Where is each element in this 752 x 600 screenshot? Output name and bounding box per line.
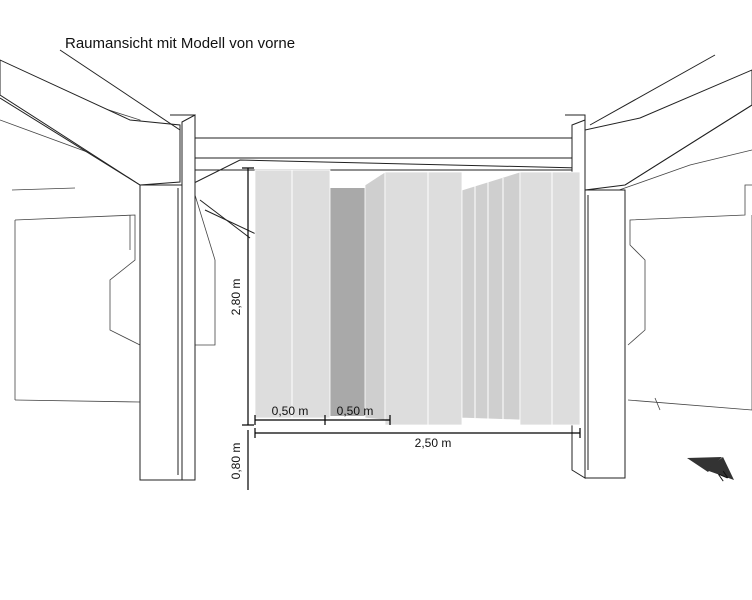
panel-right	[519, 171, 581, 426]
panel-recess	[328, 188, 368, 416]
segment-mid-label: 0,50 m	[337, 404, 374, 418]
model-panels	[254, 169, 581, 426]
panel-fold-right	[461, 171, 521, 421]
dimension-lines	[242, 167, 581, 490]
panel-fold-left	[364, 171, 386, 421]
height-upper-label: 2,80 m	[229, 279, 243, 316]
north-arrow-icon: N	[687, 457, 734, 484]
panel-center	[384, 171, 463, 426]
height-lower-label: 0,80 m	[229, 443, 243, 480]
diagram-title: Raumansicht mit Modell von vorne	[65, 35, 296, 52]
left-diagonal-beam	[0, 49, 181, 186]
right-diagonal-beam	[584, 54, 752, 191]
left-column	[139, 114, 196, 481]
width-total-label: 2,50 m	[415, 436, 452, 450]
segment-left-label: 0,50 m	[272, 404, 309, 418]
top-beam	[189, 137, 581, 239]
